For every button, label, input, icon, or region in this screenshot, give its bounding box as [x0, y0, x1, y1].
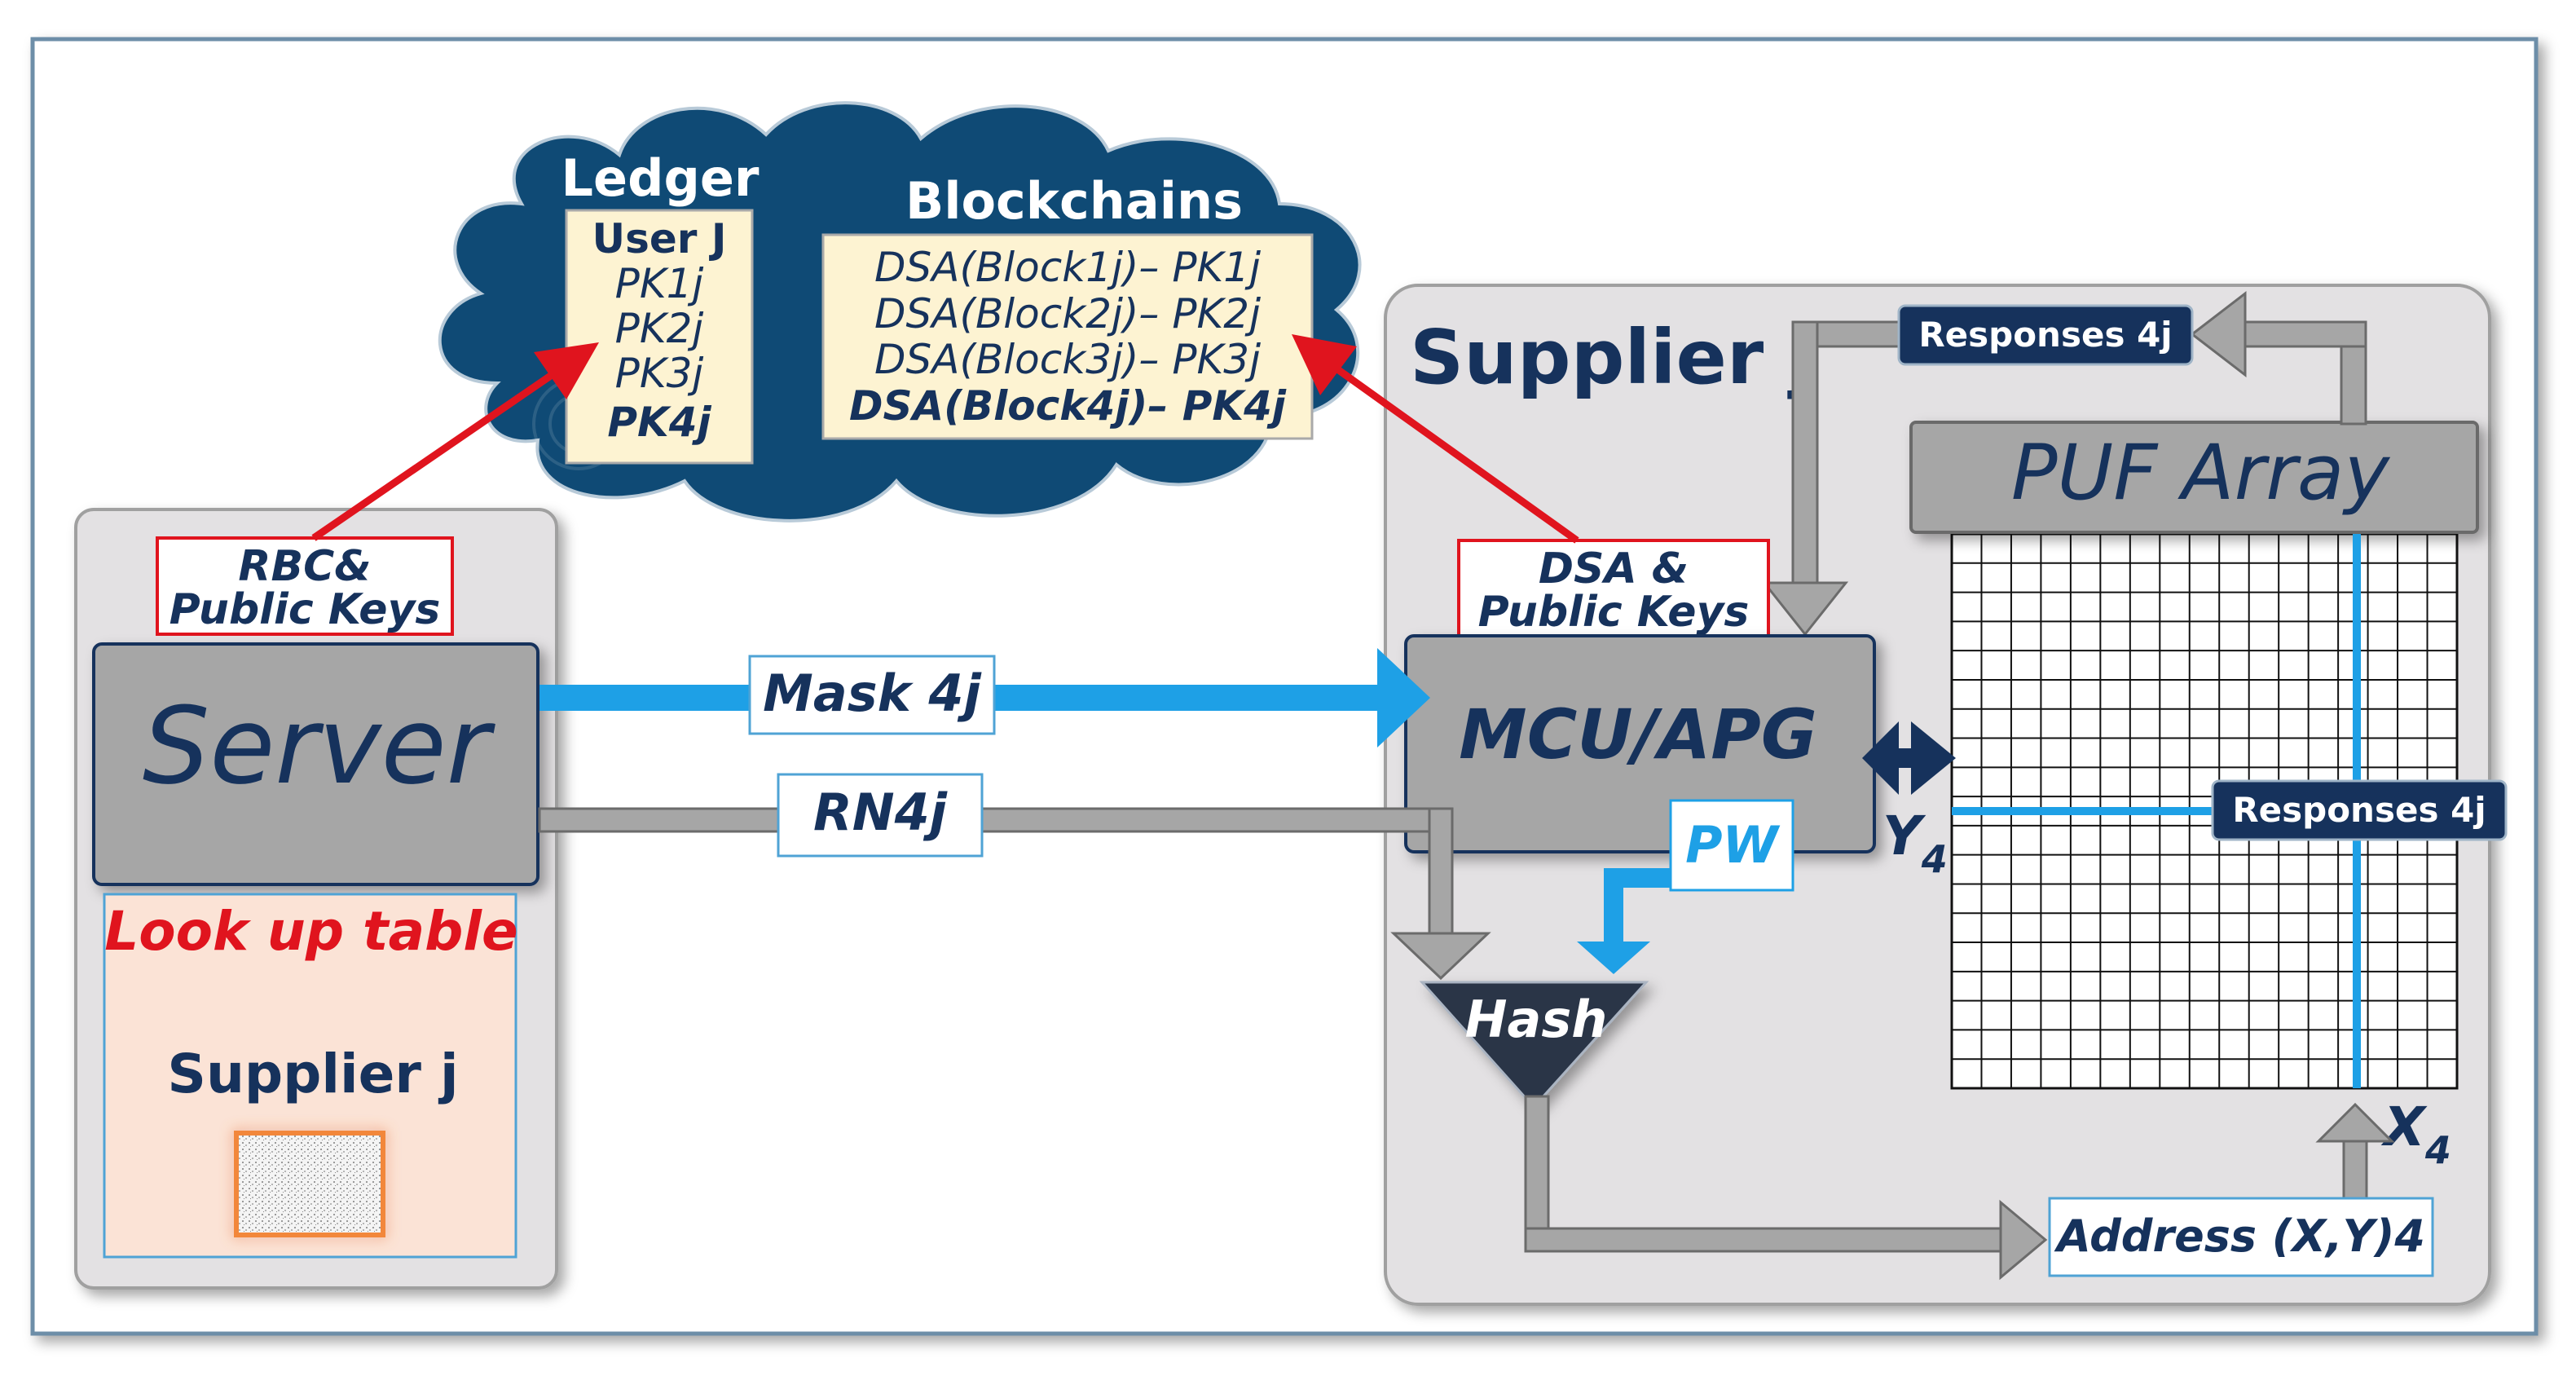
mcu-apg-box [1404, 634, 1876, 853]
address-label: Address (X,Y)4 [2054, 1211, 2425, 1262]
puf-array-label: PUF Array [2011, 429, 2391, 518]
rbc-to-ledger-arrow [311, 342, 599, 541]
lookup-table-title: Look up table [104, 900, 518, 963]
blockchains-title: Blockchains [905, 171, 1243, 231]
pw-box [1669, 799, 1794, 892]
rn-label: RN4j [813, 783, 948, 842]
puf-array-box [1909, 421, 2479, 534]
ledger-box [565, 209, 754, 465]
server-label: Server [143, 684, 496, 808]
rn-arrow [538, 807, 1491, 981]
lookup-supplier-label: Supplier j [167, 1043, 458, 1105]
mcu-apg-label: MCU/APG [1459, 695, 1817, 774]
mask-label-box [748, 655, 996, 735]
y-axis-label: Y4 [1882, 805, 1948, 881]
blockchain-entry-1: DSA(Block1j)– PK1j [874, 244, 1261, 291]
rbc-label-line1: RBC& [238, 542, 371, 591]
supplier-title: Supplier j [1410, 314, 1816, 401]
responses-mid-label: Responses 4j [2232, 790, 2486, 830]
ledger-user: User J [592, 215, 727, 262]
ledger-key-2: PK2j [615, 305, 704, 352]
lookup-table-data-pattern [234, 1131, 385, 1237]
pw-label: PW [1685, 815, 1780, 875]
server-box [92, 642, 539, 886]
mask-label: Mask 4j [763, 664, 981, 723]
responses-mid-badge [2211, 779, 2508, 841]
ledger-key-1: PK1j [615, 260, 704, 307]
responses-top-badge [1897, 304, 2194, 366]
y4-double-arrow [1862, 721, 1956, 795]
ledger-key-3: PK3j [615, 350, 704, 397]
dsa-public-keys-box [1457, 539, 1770, 638]
ledger-title: Ledger [561, 148, 760, 208]
rn-label-box [777, 773, 984, 858]
address-to-grid-arrow [2315, 1102, 2395, 1200]
hash-to-address-arrow [1524, 1095, 2048, 1281]
dsa-label-line1: DSA & [1539, 545, 1689, 593]
responses-top-label: Responses 4j [1918, 315, 2172, 355]
address-box [2048, 1197, 2434, 1277]
dsa-label-line2: Public Keys [1478, 588, 1750, 637]
dsa-to-blockchain-arrow [1292, 334, 1579, 544]
blockchain-entry-2: DSA(Block2j)– PK2j [874, 290, 1261, 337]
hash-block [1419, 981, 1649, 1109]
responses-feedback-arrow [1761, 290, 2367, 637]
rbc-label-line2: Public Keys [170, 585, 441, 634]
x-axis-label: X4 [2380, 1096, 2451, 1172]
blockchain-entry-4: DSA(Block4j)– PK4j [849, 382, 1287, 430]
blockchain-entry-3: DSA(Block3j)– PK3j [874, 336, 1261, 383]
blockchains-box [821, 233, 1314, 440]
rbc-public-keys-box [156, 536, 454, 636]
ledger-key-4: PK4j [607, 399, 711, 446]
pw-to-hash-arrow [1577, 868, 1671, 974]
hash-label: Hash [1465, 990, 1608, 1049]
